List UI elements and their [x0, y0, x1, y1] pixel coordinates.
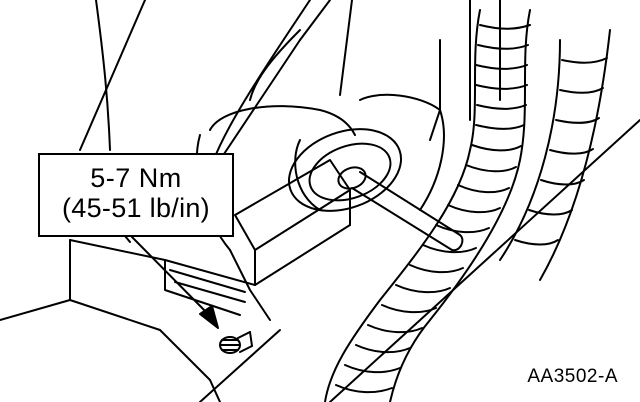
torque-imperial-value: (45-51 lb/in)	[62, 193, 210, 223]
corrugated-hose	[324, 9, 531, 402]
body-panel-edge	[199, 119, 640, 402]
background-frame-lines	[79, 0, 501, 191]
right-edge-hose	[499, 29, 611, 281]
torque-bolt	[219, 331, 253, 354]
pulley-assembly	[287, 128, 464, 252]
torque-spec-callout: 5-7 Nm (45-51 lb/in)	[38, 153, 234, 237]
figure-id-label: AA3502-A	[527, 366, 618, 387]
callout-leader	[131, 236, 219, 329]
lower-left-panel	[0, 229, 221, 402]
motor-housing	[195, 93, 445, 321]
torque-metric-value: 5-7 Nm	[90, 163, 182, 193]
